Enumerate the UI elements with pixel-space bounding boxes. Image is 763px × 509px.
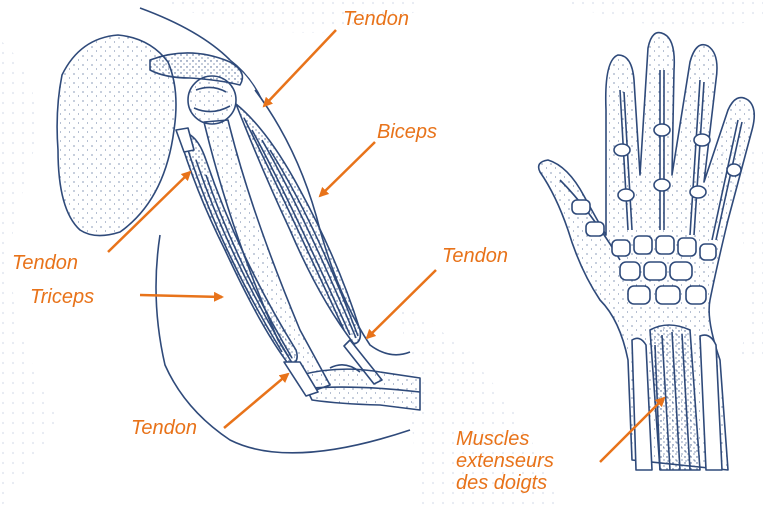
label-biceps: Biceps <box>377 121 437 143</box>
arm-illustration <box>57 8 420 453</box>
hand-illustration <box>539 33 755 470</box>
label-tendon-top: Tendon <box>343 8 409 30</box>
label-triceps: Triceps <box>30 286 94 308</box>
label-muscles-line-2: extenseurs <box>456 450 616 472</box>
label-tendon-left: Tendon <box>12 252 78 274</box>
arrow-triceps <box>140 295 222 297</box>
label-tendon-bottom: Tendon <box>131 417 197 439</box>
label-tendon-right: Tendon <box>442 245 508 267</box>
label-muscles-line-3: des doigts <box>456 472 616 494</box>
humeral-head <box>188 76 236 124</box>
arrow-tendon-top <box>264 30 336 106</box>
label-muscles-extenseurs: Muscles extenseurs des doigts <box>456 428 616 494</box>
arrow-biceps <box>320 142 375 196</box>
arrow-tendon-bottom <box>224 374 288 428</box>
label-muscles-line-1: Muscles <box>456 428 616 450</box>
